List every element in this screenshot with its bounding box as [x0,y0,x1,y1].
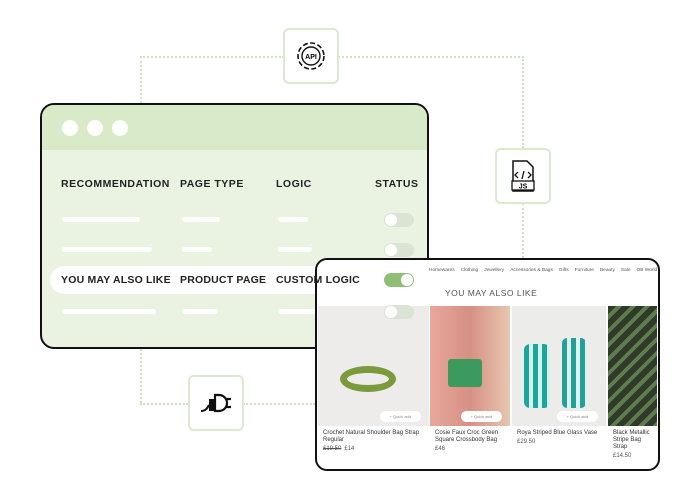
table-row[interactable] [50,206,422,234]
quick-add-button[interactable]: + Quick add [460,411,502,422]
nav-clothing[interactable]: Clothing [460,268,479,273]
connector-line [140,349,142,403]
section-title: YOU MAY ALSO LIKE [445,288,538,298]
svg-text:JS: JS [519,184,528,191]
status-toggle-on[interactable] [384,273,414,287]
product-price: £29.50 [517,439,536,445]
plug-icon-box [188,375,244,431]
connector-line [140,56,284,103]
status-toggle[interactable] [384,305,414,319]
connector-line [338,56,524,148]
product-name[interactable]: Cosie Faux Croc Green Square Crossbody B… [435,430,499,443]
table-row[interactable] [50,298,422,326]
plug-icon [200,393,231,413]
status-toggle[interactable] [384,213,414,227]
nav-homewares[interactable]: Homewares [429,268,455,273]
js-file-icon-box: JS [495,148,551,204]
connector-line [522,203,524,258]
product-name[interactable]: Crochet Natural Shoulder Bag Strap Regul… [323,430,420,443]
header-status: STATUS [375,178,419,190]
page-type: PRODUCT PAGE [180,274,267,286]
nav-jewellery[interactable]: Jewellery [484,268,505,273]
header-logic: LOGIC [276,178,312,190]
status-toggle[interactable] [384,243,414,257]
recommendation-name: YOU MAY ALSO LIKE [61,274,171,286]
quick-add-button[interactable]: + Quick add [379,411,421,422]
nav-sale[interactable]: Sale [620,268,631,273]
product-price: £14.50 [613,453,632,459]
js-file-icon: JS [511,160,535,192]
shop-window: Homewares Clothing Jewellery Accessories… [315,258,660,471]
api-icon-box: API [283,28,339,84]
recommendations-window: RECOMMENDATION PAGE TYPE LOGIC STATUS YO… [40,103,429,349]
logic: CUSTOM LOGIC [276,274,360,286]
product-old-price: £19.50 [323,446,342,452]
connector-line [140,403,188,405]
connector-line [243,403,315,405]
product-image[interactable]: + Quick add [512,306,606,426]
product-name[interactable]: Roya Striped Blue Glass Vase [517,430,598,436]
header-page-type: PAGE TYPE [180,178,244,190]
svg-text:API: API [305,54,317,61]
nav-gifts[interactable]: Gifts [558,268,569,273]
nav-furniture[interactable]: Furniture [574,268,594,273]
api-gear-icon: API [297,42,325,70]
product-card[interactable]: + Quick add Crochet Natural Shoulder Bag… [318,306,429,468]
nav-accessories[interactable]: Accessories & Bags [510,268,553,273]
product-name[interactable]: Black Metallic Stripe Bag Strap [613,430,650,450]
window-titlebar [42,105,427,150]
product-image[interactable]: + Quick add [318,306,429,426]
window-dot [112,119,128,136]
product-card[interactable]: + Quick add Roya Striped Blue Glass Vase… [512,306,606,468]
product-image[interactable]: + Quick add [430,306,510,426]
table-row[interactable] [50,236,422,264]
product-image[interactable] [608,306,657,426]
quick-add-button[interactable]: + Quick add [556,411,598,422]
nav-beauty[interactable]: Beauty [599,268,615,273]
shop-nav: Homewares Clothing Jewellery Accessories… [429,268,657,273]
nav-ob-world[interactable]: OB World [636,268,658,273]
header-recommendation: RECOMMENDATION [61,178,170,190]
product-card[interactable]: + Quick add Cosie Faux Croc Green Square… [430,306,510,468]
product-price: £14 [344,446,355,452]
product-price: £46 [435,446,446,452]
window-dot [87,119,103,136]
window-dot [62,119,78,136]
product-card[interactable]: Black Metallic Stripe Bag Strap £14.50 [608,306,657,468]
